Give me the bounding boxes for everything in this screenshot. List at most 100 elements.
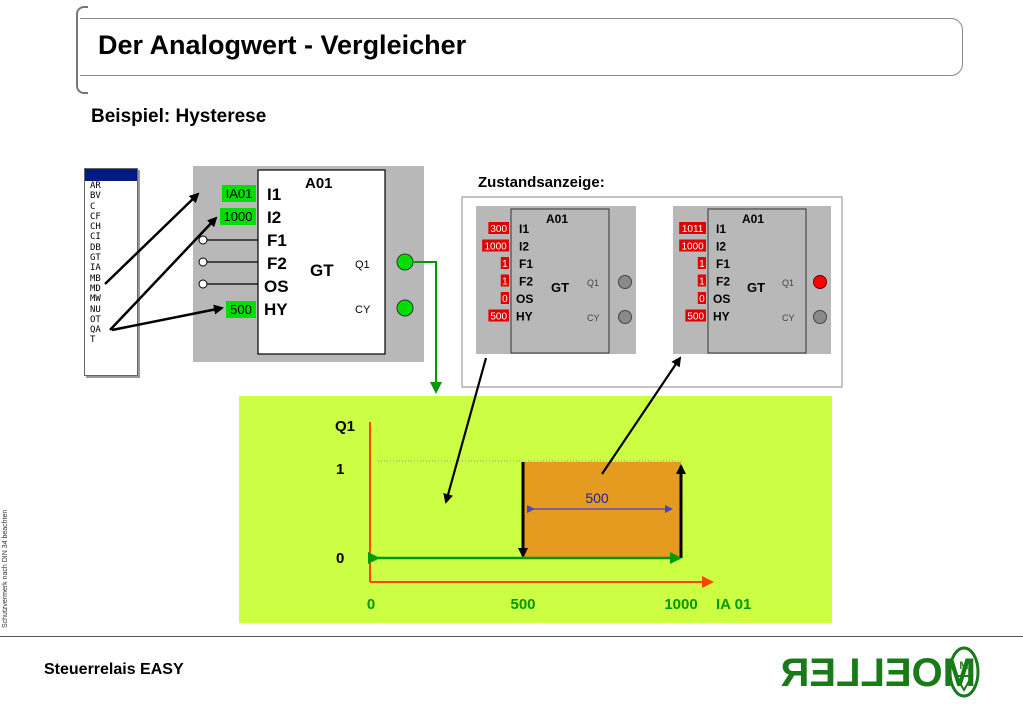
panel_right-value: 1011 bbox=[682, 224, 704, 235]
main-input-i2: I2 bbox=[267, 208, 281, 227]
operand-list-item[interactable]: CH bbox=[90, 222, 101, 233]
logo-emblem-icon bbox=[948, 646, 980, 698]
cy-output-led bbox=[396, 299, 414, 317]
operand-list-item[interactable]: AR bbox=[90, 181, 101, 191]
right-cy-led bbox=[813, 310, 827, 324]
operand-list-item[interactable]: MB bbox=[90, 273, 101, 284]
hysteresis-chart: 500 Q1 1 0 0 500 1000 IA 01 bbox=[239, 396, 832, 623]
i1-value-tag[interactable] bbox=[222, 185, 256, 202]
panel_left-input-label: I1 bbox=[519, 222, 529, 236]
operand-list-item[interactable]: CF bbox=[90, 211, 101, 222]
panel_right-value: 0 bbox=[699, 294, 705, 305]
logo-emblem-m-icon: M bbox=[959, 660, 968, 672]
q1-output-led bbox=[396, 253, 414, 271]
operand-list-item[interactable]: T bbox=[90, 335, 96, 346]
right-output-q1: Q1 bbox=[782, 278, 794, 288]
panel_right-value-tag bbox=[679, 239, 706, 252]
operand-list-item[interactable]: IA bbox=[90, 263, 101, 274]
subtitle: Beispiel: Hysterese bbox=[91, 106, 267, 127]
operand-list-item[interactable]: C bbox=[90, 201, 96, 212]
left-output-q1: Q1 bbox=[587, 278, 599, 288]
main-block-type: GT bbox=[310, 261, 334, 280]
operand-list-item[interactable]: GT bbox=[90, 253, 101, 264]
panel_right-value-tag bbox=[697, 292, 706, 304]
y-axis-label: Q1 bbox=[335, 418, 355, 435]
diagram-canvas: A01 GT I1 I2 F1 F2 OS HY Q1 CY IA01 1000… bbox=[104, 166, 843, 623]
panel_right-value-tag bbox=[685, 309, 706, 322]
operand-list-item[interactable]: MD bbox=[90, 283, 101, 294]
x-axis-label: IA 01 bbox=[716, 596, 751, 613]
panel_left-value-tag bbox=[500, 274, 509, 287]
left-block-name: A01 bbox=[546, 212, 568, 226]
main-output-q1: Q1 bbox=[355, 259, 370, 271]
right-output-cy: CY bbox=[782, 313, 795, 323]
panel_right-value: 1 bbox=[699, 259, 705, 270]
logo-emblem-mark-icon bbox=[954, 675, 974, 693]
i1-value: IA01 bbox=[226, 186, 253, 201]
main-output-cy: CY bbox=[355, 304, 371, 316]
title-bracket bbox=[76, 6, 88, 94]
main-input-hy: HY bbox=[264, 300, 288, 319]
panel_right-input-label: OS bbox=[713, 292, 730, 306]
operand-list-item[interactable]: BV bbox=[90, 191, 101, 202]
panel_left-value-tag bbox=[500, 292, 509, 304]
panel_right-input-label: I2 bbox=[716, 240, 726, 254]
panel_right-value: 500 bbox=[687, 312, 704, 323]
arrow-ia-to-i1 bbox=[104, 192, 200, 285]
panel_left-input-label: OS bbox=[516, 292, 533, 306]
panel_left-input-label: F1 bbox=[519, 257, 533, 271]
panel_right-value: 1 bbox=[699, 277, 705, 288]
main-input-f1: F1 bbox=[267, 231, 287, 250]
panel_right-value-tag bbox=[679, 222, 706, 234]
x-tick-0: 0 bbox=[367, 596, 375, 613]
f1-open-connector[interactable] bbox=[198, 235, 208, 245]
q1-to-chart-arrow bbox=[414, 261, 442, 394]
operand-list-item[interactable]: MW bbox=[90, 294, 101, 305]
operand-list-item[interactable]: DB bbox=[90, 242, 101, 253]
panel_left-value: 1000 bbox=[484, 242, 507, 253]
main-input-os: OS bbox=[264, 277, 289, 296]
status-display-label: Zustandsanzeige: bbox=[478, 174, 605, 191]
main-block-body bbox=[257, 169, 386, 355]
panel_right-input-label: F2 bbox=[716, 275, 730, 289]
panel_right-input-label: F1 bbox=[716, 257, 730, 271]
hy-value: 500 bbox=[230, 302, 252, 317]
operand-list-item[interactable]: QA bbox=[90, 325, 101, 336]
hysteresis-area bbox=[523, 462, 681, 558]
panel_left-input-label: F2 bbox=[519, 275, 533, 289]
panel_right-value-tag bbox=[697, 257, 706, 269]
arrow-nu-to-i2 bbox=[109, 216, 218, 331]
panel_left-input-label: I2 bbox=[519, 240, 529, 254]
panel_left-value: 0 bbox=[502, 294, 508, 305]
operand-list-item[interactable]: CI bbox=[90, 232, 101, 243]
hy-value-tag[interactable] bbox=[226, 301, 256, 318]
os-open-connector[interactable] bbox=[198, 279, 208, 289]
right-panel-block bbox=[707, 208, 807, 354]
copyright-note: Schutzvermerk nach DIN 34 beachten bbox=[2, 509, 9, 628]
i2-value-tag[interactable] bbox=[220, 208, 256, 225]
main-function-block: A01 GT I1 I2 F1 F2 OS HY Q1 CY IA01 1000… bbox=[193, 166, 424, 362]
arrow-chart-to-right-panel bbox=[601, 356, 682, 475]
main-input-i1: I1 bbox=[267, 185, 281, 204]
main-block-name: A01 bbox=[305, 175, 333, 192]
operand-list-item[interactable]: NU bbox=[90, 304, 101, 315]
panel_left-value: 300 bbox=[490, 224, 507, 235]
panel_left-value-tag bbox=[488, 309, 509, 322]
operand-list-item[interactable]: OT bbox=[90, 314, 101, 325]
x-tick-1000: 1000 bbox=[664, 596, 697, 613]
left-panel-block bbox=[510, 208, 610, 354]
panel_right-input-label: HY bbox=[713, 310, 730, 324]
x-tick-500: 500 bbox=[510, 596, 535, 613]
left-cy-led bbox=[618, 310, 632, 324]
panel_right-input-label: I1 bbox=[716, 222, 726, 236]
y-tick-1: 1 bbox=[336, 461, 344, 478]
title-frame bbox=[80, 18, 963, 76]
panel_left-value-tag bbox=[482, 239, 509, 252]
panel_left-value-tag bbox=[500, 257, 509, 269]
f2-open-connector[interactable] bbox=[198, 257, 208, 267]
right-block-name: A01 bbox=[742, 212, 764, 226]
panel_right-value-tag bbox=[697, 274, 706, 287]
